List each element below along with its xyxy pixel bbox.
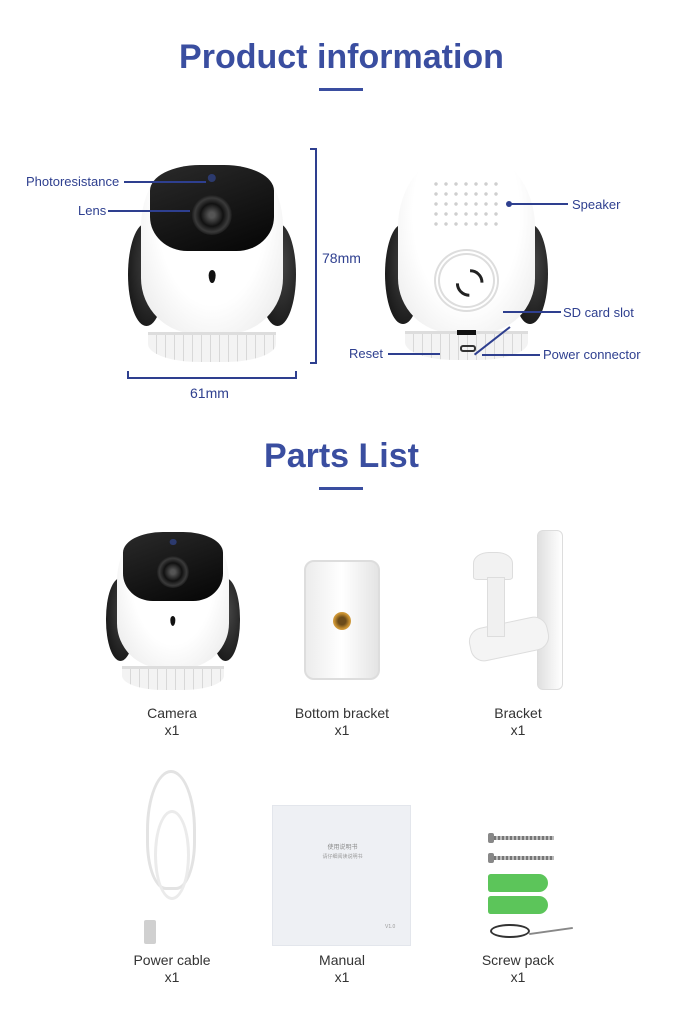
title-underline bbox=[319, 487, 363, 490]
photoresistance-sensor bbox=[207, 173, 217, 183]
part-manual-image: 使用说明书 请仔细阅读说明书 V1.0 bbox=[272, 805, 411, 946]
manual-cover-subtitle: 请仔细阅读说明书 bbox=[322, 854, 363, 860]
part-name: Screw pack bbox=[481, 952, 555, 968]
part-qty: x1 bbox=[164, 969, 180, 985]
section-title-product-information: Product information bbox=[179, 38, 504, 76]
title-underline bbox=[319, 88, 363, 91]
pointer-line bbox=[124, 181, 206, 183]
part-name: Bracket bbox=[494, 705, 542, 721]
manual-cover-title: 使用说明书 bbox=[327, 845, 358, 851]
part-bottom-bracket-image bbox=[304, 560, 380, 680]
label-photoresistance: Photoresistance bbox=[26, 174, 120, 189]
label-reset: Reset bbox=[349, 346, 383, 361]
label-sd-card-slot: SD card slot bbox=[563, 305, 634, 320]
pointer-line bbox=[388, 353, 440, 355]
pointer-line bbox=[108, 210, 190, 212]
dimension-height: 78mm bbox=[322, 250, 361, 266]
sd-card-slot bbox=[456, 329, 477, 335]
power-port bbox=[459, 345, 477, 352]
part-name: Manual bbox=[319, 952, 365, 968]
part-qty: x1 bbox=[510, 722, 526, 738]
manual-version: V1.0 bbox=[385, 924, 396, 930]
width-dimension-line bbox=[127, 371, 297, 379]
label-lens: Lens bbox=[78, 203, 107, 218]
pointer-line bbox=[510, 203, 568, 205]
part-qty: x1 bbox=[164, 722, 180, 738]
camera-front-image bbox=[128, 148, 296, 362]
pointer-line bbox=[482, 354, 540, 356]
section-title-parts-list: Parts List bbox=[264, 437, 419, 475]
camera-back-image bbox=[385, 150, 548, 360]
pointer-line bbox=[503, 311, 561, 313]
part-bracket-image bbox=[465, 522, 565, 692]
part-qty: x1 bbox=[334, 969, 350, 985]
camera-lens bbox=[191, 195, 233, 236]
speaker-grille bbox=[430, 179, 503, 232]
label-speaker: Speaker bbox=[572, 197, 621, 212]
part-camera-image bbox=[106, 518, 240, 690]
height-dimension-line bbox=[310, 148, 317, 364]
label-power-connector: Power connector bbox=[543, 347, 641, 362]
part-name: Camera bbox=[147, 705, 197, 721]
dimension-width: 61mm bbox=[190, 385, 229, 401]
part-qty: x1 bbox=[334, 722, 350, 738]
part-qty: x1 bbox=[510, 969, 526, 985]
part-name: Bottom bracket bbox=[294, 705, 390, 721]
part-name: Power cable bbox=[133, 952, 211, 968]
part-screw-pack-image bbox=[485, 830, 575, 945]
part-power-cable-image bbox=[136, 770, 206, 946]
